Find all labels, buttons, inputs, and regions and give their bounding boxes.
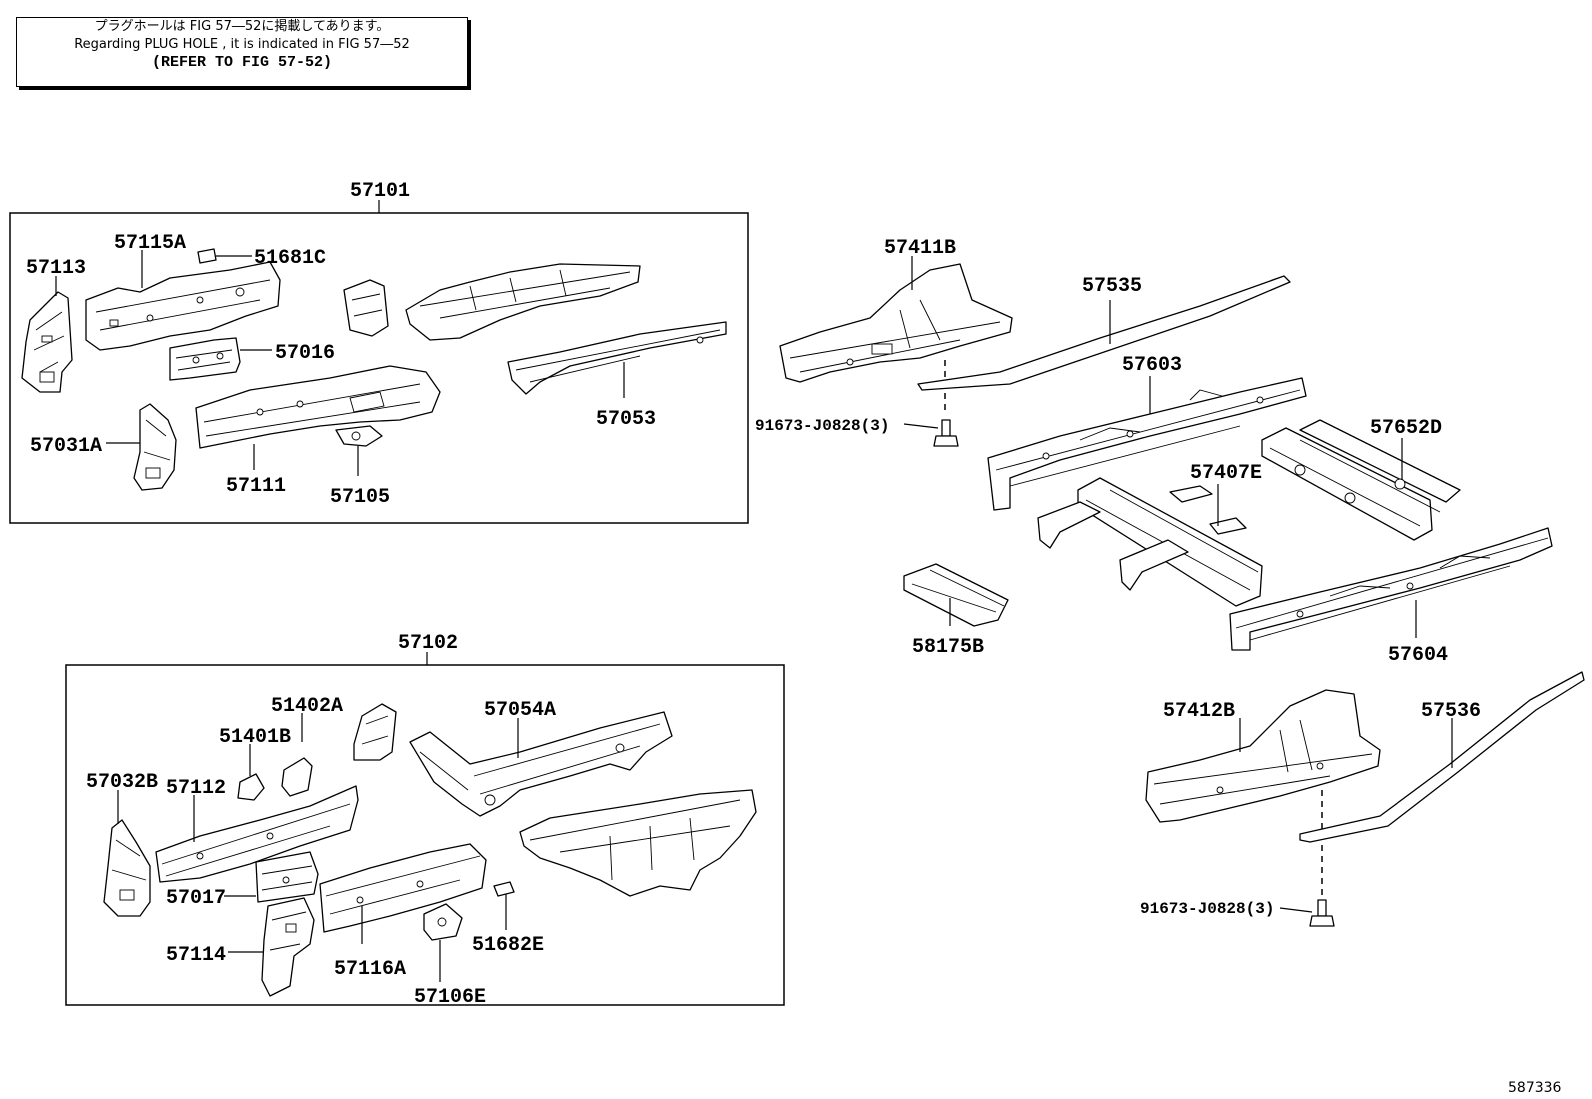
part-51682E[interactable] — [493, 881, 515, 897]
label-57407E[interactable]: 57407E — [1190, 462, 1262, 485]
part-57115A[interactable] — [85, 261, 281, 351]
label-57116A[interactable]: 57116A — [334, 958, 406, 981]
label-57016[interactable]: 57016 — [275, 342, 335, 365]
part-57017[interactable] — [255, 851, 319, 903]
group-57102: 57102 — [65, 632, 785, 1006]
part-57032B[interactable] — [103, 819, 151, 917]
part-57031A[interactable] — [133, 403, 177, 491]
label-51682E[interactable]: 51682E — [472, 934, 544, 957]
group-57101: 57101 — [9, 180, 749, 524]
part-57105[interactable] — [335, 425, 383, 447]
label-91673-upper[interactable]: 91673-J0828(3) — [755, 417, 889, 435]
part-57604[interactable] — [1229, 527, 1553, 651]
label-57112[interactable]: 57112 — [166, 777, 226, 800]
group-label-57102[interactable]: 57102 — [398, 632, 458, 655]
label-57604[interactable]: 57604 — [1388, 644, 1448, 667]
label-57032B[interactable]: 57032B — [86, 771, 158, 794]
label-58175B[interactable]: 58175B — [912, 636, 984, 659]
label-57111[interactable]: 57111 — [226, 475, 286, 498]
part-57112[interactable] — [155, 785, 359, 883]
part-57652D[interactable] — [1261, 419, 1461, 541]
part-57536[interactable] — [1299, 671, 1585, 843]
group-label-57101[interactable]: 57101 — [350, 180, 410, 203]
part-bracket-upper[interactable] — [343, 279, 389, 337]
part-floor-lower[interactable] — [519, 789, 757, 897]
note-english: Regarding PLUG HOLE , it is indicated in… — [74, 37, 410, 52]
part-51401B[interactable] — [237, 773, 265, 801]
part-57411B[interactable] — [779, 263, 1013, 383]
part-57412B[interactable] — [1145, 689, 1381, 823]
part-57535[interactable] — [917, 275, 1291, 391]
label-57106E[interactable]: 57106E — [414, 986, 486, 1009]
label-51401B[interactable]: 51401B — [219, 726, 291, 749]
part-57603[interactable] — [987, 377, 1307, 511]
label-57412B[interactable]: 57412B — [1163, 700, 1235, 723]
part-58175B[interactable] — [903, 563, 1009, 627]
part-57111[interactable] — [195, 365, 441, 449]
label-57031A[interactable]: 57031A — [30, 435, 102, 458]
reference-note: プラグホールは FIG 57―52に掲載してあります。 Regarding PL… — [16, 17, 468, 87]
label-57017[interactable]: 57017 — [166, 887, 226, 910]
part-51681C[interactable] — [197, 248, 217, 264]
label-57115A[interactable]: 57115A — [114, 232, 186, 255]
part-57016[interactable] — [169, 337, 241, 381]
part-51402A[interactable] — [353, 703, 397, 761]
label-57603[interactable]: 57603 — [1122, 354, 1182, 377]
label-57114[interactable]: 57114 — [166, 944, 226, 967]
label-57652D[interactable]: 57652D — [1370, 417, 1442, 440]
label-51402A[interactable]: 51402A — [271, 695, 343, 718]
label-57054A[interactable]: 57054A — [484, 699, 556, 722]
label-51681C[interactable]: 51681C — [254, 247, 326, 270]
part-57053[interactable] — [507, 321, 727, 395]
label-57105[interactable]: 57105 — [330, 486, 390, 509]
label-57113[interactable]: 57113 — [26, 257, 86, 280]
part-57113[interactable] — [21, 291, 73, 393]
note-japanese: プラグホールは FIG 57―52に掲載してあります。 — [94, 19, 390, 34]
bolt-91673-upper[interactable] — [933, 419, 959, 447]
group-frame-lower — [65, 664, 785, 1006]
part-floor-upper[interactable] — [405, 263, 641, 341]
part-57054A[interactable] — [409, 711, 673, 817]
label-91673-lower[interactable]: 91673-J0828(3) — [1140, 900, 1274, 918]
label-57411B[interactable]: 57411B — [884, 237, 956, 260]
label-57053[interactable]: 57053 — [596, 408, 656, 431]
label-57536[interactable]: 57536 — [1421, 700, 1481, 723]
bolt-91673-lower[interactable] — [1309, 899, 1335, 927]
figure-id: 587336 — [1508, 1080, 1562, 1096]
part-57407E[interactable] — [1037, 477, 1263, 607]
part-bracket-51402[interactable] — [281, 757, 313, 797]
note-refer: (REFER TO FIG 57-52) — [151, 54, 333, 71]
label-57535[interactable]: 57535 — [1082, 275, 1142, 298]
part-57106E[interactable] — [423, 903, 463, 941]
part-57114[interactable] — [261, 897, 315, 997]
